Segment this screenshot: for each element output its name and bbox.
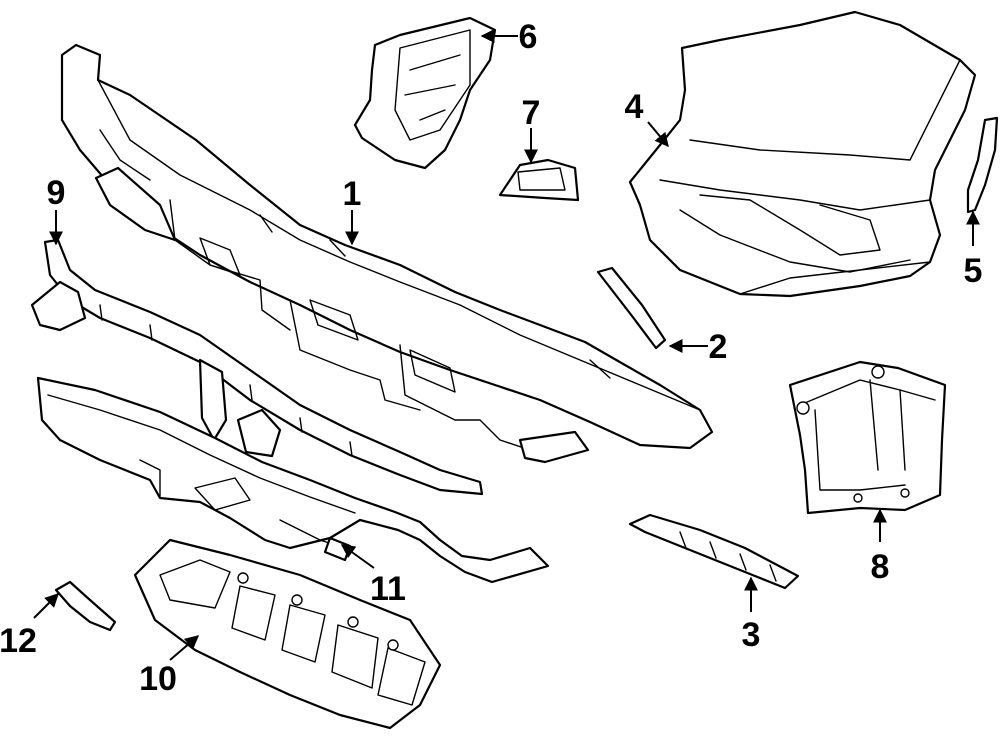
part-7-piece <box>498 158 580 202</box>
callout-12: 12 <box>0 622 37 660</box>
callout-9: 9 <box>47 174 66 212</box>
part-5-side-bracket <box>966 116 999 214</box>
part-4-bumper-cover <box>628 10 977 298</box>
callout-11: 11 <box>370 570 406 608</box>
callout-4: 4 <box>625 88 644 126</box>
callout-3: 3 <box>742 616 761 654</box>
callout-8: 8 <box>871 548 890 586</box>
callout-5: 5 <box>964 252 983 290</box>
part-3-strip <box>628 513 800 590</box>
part-6-bracket <box>353 16 497 170</box>
part-11-lower-cover <box>36 376 550 584</box>
part-8-support <box>788 360 947 515</box>
callout-2: 2 <box>709 328 728 366</box>
part-9-support <box>30 238 484 496</box>
part-12-bracket <box>54 580 117 632</box>
callout-1: 1 <box>343 175 362 213</box>
part-2-strip <box>596 266 667 350</box>
callout-labels: 1 2 3 4 5 6 7 8 9 10 11 12 <box>0 18 982 698</box>
callout-7: 7 <box>522 94 541 132</box>
callout-6: 6 <box>519 18 538 56</box>
part-1-reinforcement <box>60 43 714 464</box>
part-10-shield <box>133 538 442 730</box>
callout-10: 10 <box>139 660 177 698</box>
leader-lines <box>33 29 980 661</box>
